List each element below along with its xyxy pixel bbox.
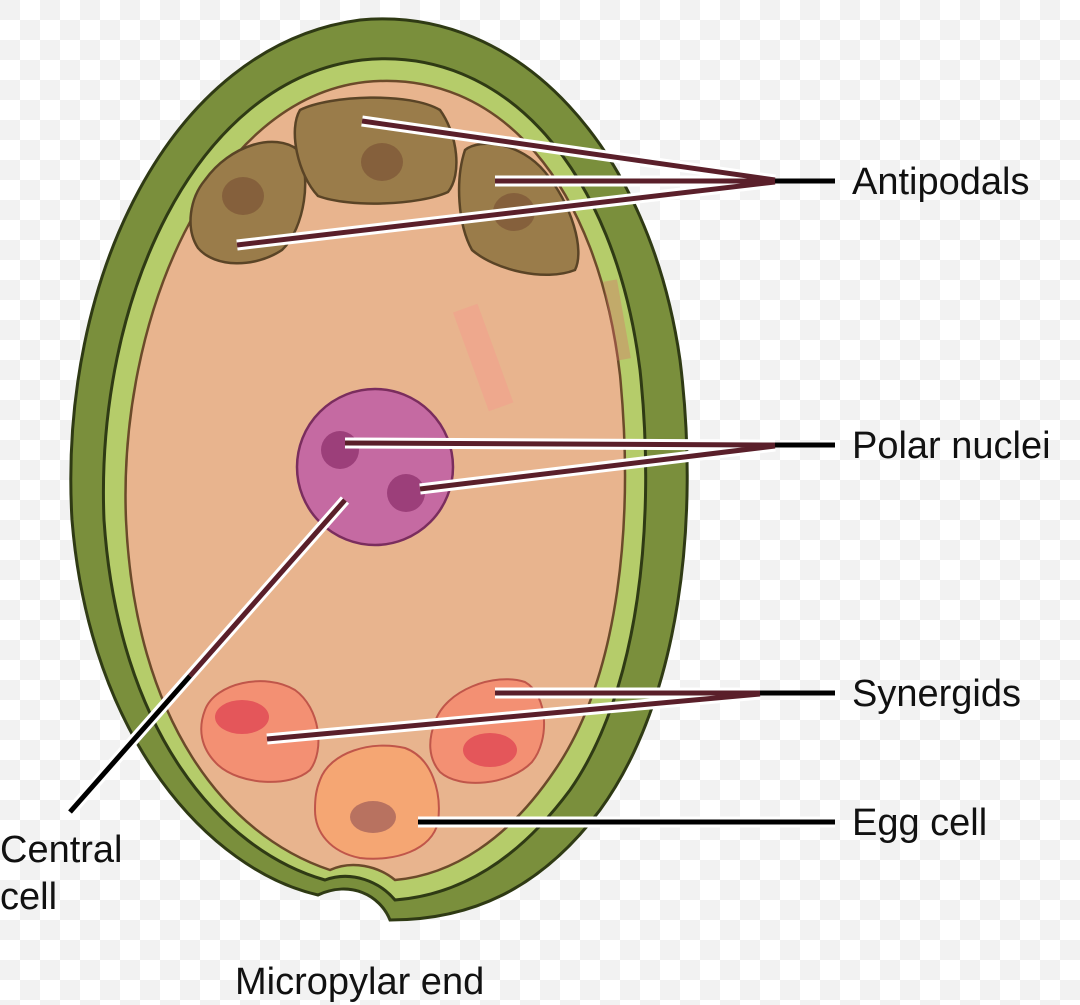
synergids-leader-lines: [266, 687, 835, 745]
egg-cell: [313, 744, 440, 860]
micropylar-end-label: Micropylar end: [235, 961, 484, 1003]
central-cell-leader-line: [65, 496, 350, 816]
polar-nucleus-upper: [321, 431, 359, 469]
synergid-nucleus: [215, 700, 269, 734]
polar-nuclei-leader-lines: [344, 437, 835, 495]
synergid-cells: [200, 678, 545, 784]
antipodal-nucleus: [222, 177, 264, 215]
polar-nucleus-lower: [387, 474, 425, 512]
antipodals-label: Antipodals: [852, 161, 1029, 203]
egg-cell-label: Egg cell: [852, 802, 987, 844]
artifact-stroke: [603, 279, 631, 361]
synergid-right: [429, 678, 545, 784]
antipodals-leader-lines: [236, 115, 835, 251]
egg-nucleus: [350, 801, 396, 833]
polar-nuclei-label: Polar nuclei: [852, 425, 1051, 467]
synergid-nucleus: [463, 733, 517, 767]
synergids-label: Synergids: [852, 673, 1021, 715]
antipodal-nucleus: [361, 143, 403, 181]
artifact-stroke: [452, 303, 514, 412]
central-cell-label-line2: cell: [0, 876, 57, 918]
central-cell-label-line1: Central: [0, 829, 123, 871]
